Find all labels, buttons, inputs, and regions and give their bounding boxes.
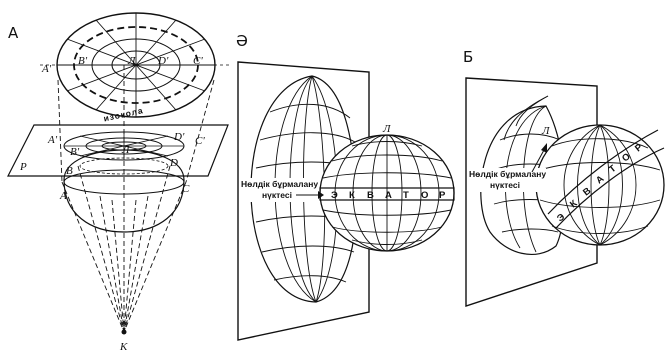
point-d-prime: D' (157, 55, 169, 67)
svg-text:В: В (367, 190, 375, 201)
svg-text:Э: Э (331, 190, 339, 201)
point-k-dot (122, 330, 127, 335)
svg-text:О: О (421, 190, 429, 201)
zero-distortion-label-ae-2: нүктесі (262, 190, 292, 200)
point-c: C (182, 183, 190, 195)
zero-distortion-label-b-2: нүктесі (490, 180, 520, 190)
point-a-prime: A' (41, 63, 52, 75)
point-b: B (66, 165, 73, 177)
label-arrow-head-b (541, 143, 547, 153)
point-l: Л (127, 55, 136, 67)
panel-a-letter: A (8, 24, 19, 42)
point-c-prime: C' (193, 55, 203, 67)
plane-p-label: P (19, 161, 27, 173)
svg-text:К: К (349, 190, 356, 201)
point-k: К (119, 341, 128, 351)
point-b-prime: B' (78, 55, 88, 67)
zero-distortion-label-ae: Нөлдік бұрмалану (241, 179, 318, 189)
svg-text:Р: Р (439, 190, 446, 201)
panel-b-letter: Б (463, 48, 473, 66)
panel-ae: Ә (236, 32, 454, 340)
point-a-prime-plane: A' (47, 134, 58, 146)
globe-b-pole: Л (541, 125, 550, 137)
svg-text:А: А (385, 190, 393, 201)
panel-a: A A' B' Л D' C' изокола (8, 13, 232, 351)
projected-disc (40, 13, 232, 117)
zero-distortion-label-b: Нөлдік бұрмалану (469, 169, 546, 179)
panel-b: Б Л (463, 48, 664, 306)
point-d: D (169, 157, 178, 169)
globe-ae-pole: Л (382, 123, 391, 135)
panel-ae-letter: Ә (236, 32, 248, 50)
point-d-prime-plane: D' (173, 131, 185, 143)
isocol-label: изокола (103, 105, 145, 123)
point-b-prime-plane: B' (70, 146, 80, 158)
svg-text:Т: Т (403, 190, 410, 201)
equator-letters-ae: Э К В А Т О Р (331, 190, 446, 201)
